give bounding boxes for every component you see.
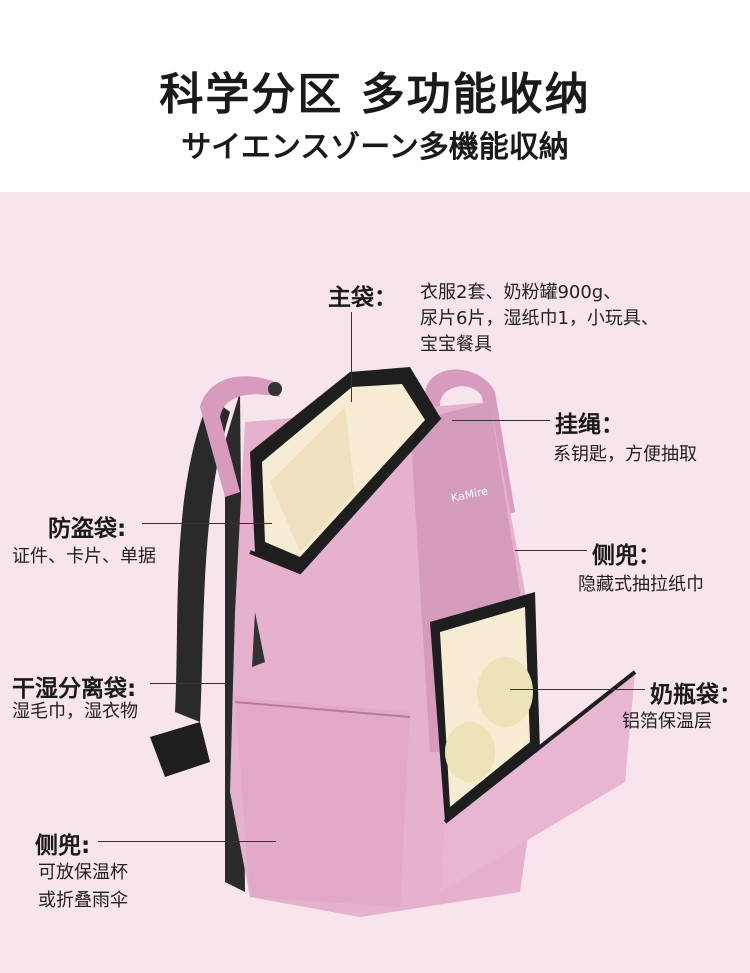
side-pocket-right-leader [515,550,587,551]
zipper-pull [252,612,265,667]
anti-theft-title: 防盗袋: [48,516,127,542]
main-pocket-line-3: 宝宝餐具 [420,334,492,355]
page-subtitle: サイエンスゾーン多機能収納 [181,130,569,165]
wet-dry-leader [150,683,228,684]
buckle [150,722,210,777]
main-pocket-line-1: 衣服2套、奶粉罐900g、 [420,282,622,303]
lining-pocket [270,407,355,552]
page-title: 科学分区 多功能收纳 [159,69,591,120]
side-pocket-right-title: 侧兜： [592,543,661,569]
bottle-holder-2 [445,722,495,782]
strap-rivet [268,382,282,396]
main-pocket-leader [351,312,352,402]
bottle-holder-1 [477,657,533,727]
zipper-line [249,415,442,575]
bottle-leader [510,689,645,690]
anti-theft-line-1: 证件、卡片、单据 [12,546,156,567]
strap-line-1: 系钥匙，方便抽取 [553,444,697,465]
wet-dry-title: 干湿分离袋: [12,676,137,702]
main-pocket-line-2: 尿片6片，湿纸巾1，小玩具、 [420,308,659,329]
shoulder-strap [175,397,230,722]
front-pocket [235,697,410,907]
wet-dry-line-1: 湿毛巾，湿衣物 [12,701,138,722]
side-pocket-right-line-1: 隐藏式抽拉纸巾 [578,574,704,595]
bottle-title: 奶瓶袋： [650,682,742,708]
bottle-line-1: 铝箔保温层 [622,711,712,732]
backpack-illustration: KaMire [150,367,637,917]
side-pocket-left-leader [98,841,276,842]
left-handle [200,376,280,497]
side-pocket-left-line-2: 或折叠雨伞 [38,890,128,911]
header: 科学分区 多功能收纳 サイエンスゾーン多機能収納 [0,0,750,192]
main-pocket-title: 主袋： [328,285,397,311]
side-pocket-left-title: 侧兜: [35,833,91,859]
anti-theft-leader [142,523,272,524]
flap-edge [443,670,637,824]
pocket-flap [440,672,635,892]
product-stage: KaMire 主袋： 衣服2套、奶粉罐900g、 尿片6片，湿纸巾1，小玩具、 … [0,192,750,973]
front-pocket-seam [234,701,411,718]
strap-leader [452,420,550,421]
strap-title: 挂绳： [555,412,624,438]
side-pocket-left-line-1: 可放保温杯 [38,862,128,883]
